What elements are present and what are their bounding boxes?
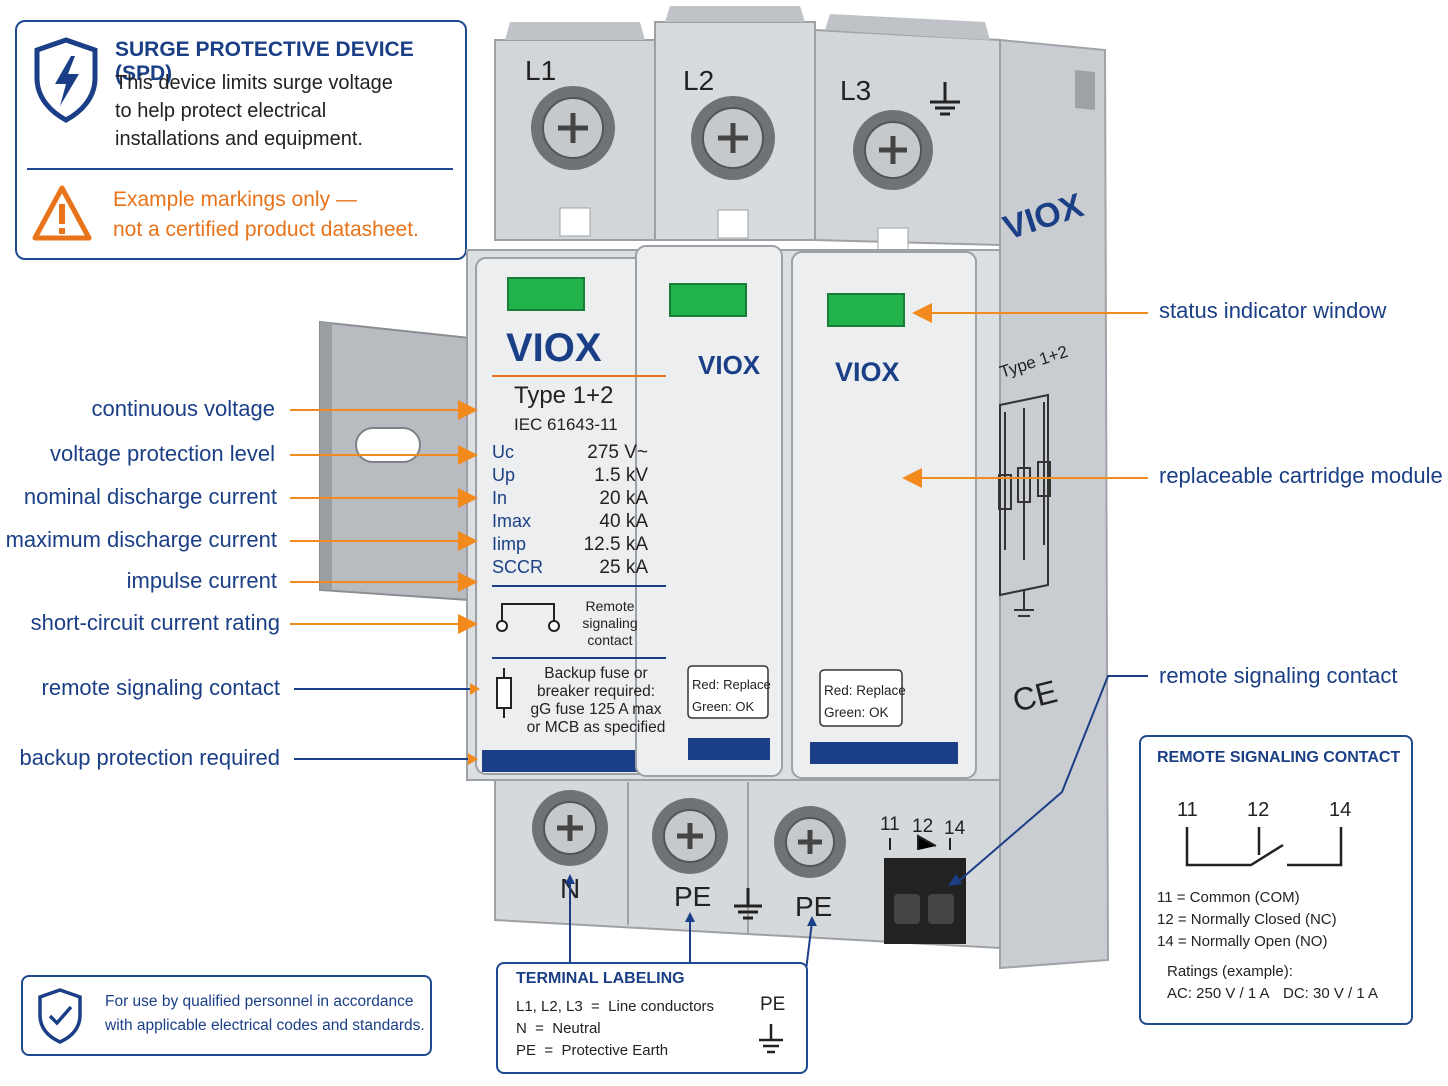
spec-divider bbox=[492, 585, 666, 587]
ratings-ac: AC: 250 V / 1 A bbox=[1167, 985, 1270, 1002]
callout-nominal-discharge-current: nominal discharge current bbox=[23, 484, 277, 509]
terminal-row-3: PE = Protective Earth bbox=[516, 1042, 669, 1059]
contact-schematic bbox=[1185, 827, 1343, 867]
callout-status-indicator-window: status indicator window bbox=[1159, 298, 1387, 323]
contact-num-14: 14 bbox=[944, 818, 966, 839]
ground-icon bbox=[759, 1024, 783, 1054]
callout-maximum-discharge-current: maximum discharge current bbox=[5, 527, 277, 552]
pole-label-l1: L1 bbox=[525, 55, 556, 86]
terminal-box-title: TERMINAL LABELING bbox=[516, 970, 685, 987]
callout-remote-signaling-contact-left: remote signaling contact bbox=[41, 675, 280, 700]
info-box: SURGE PROTECTIVE DEVICE (SPD) This devic… bbox=[15, 20, 467, 260]
top-terminals bbox=[494, 6, 1001, 255]
callout-continuous-voltage: continuous voltage bbox=[91, 396, 275, 421]
warning-line-2: not a certified product datasheet. bbox=[113, 218, 419, 241]
safety-box: For use by qualified personnel in accord… bbox=[21, 975, 432, 1056]
ratings-dc: DC: 30 V / 1 A bbox=[1283, 985, 1379, 1002]
remote-num-11: 11 bbox=[1177, 799, 1198, 821]
info-title: SURGE PROTECTIVE DEVICE (SPD) bbox=[115, 38, 414, 85]
info-line-2: to help protect electrical bbox=[115, 100, 327, 122]
contact-num-11: 11 bbox=[880, 814, 900, 835]
terminal-row-1: L1, L2, L3 = Line conductors bbox=[516, 998, 715, 1015]
terminal-labeling-box: TERMINAL LABELING L1, L2, L3 = Line cond… bbox=[496, 962, 808, 1074]
ratings-title: Ratings (example): bbox=[1167, 963, 1293, 980]
cartridge-3 bbox=[791, 251, 977, 779]
brand-underline bbox=[492, 375, 666, 377]
callout-impulse-current: impulse current bbox=[126, 568, 277, 593]
cartridge-2-brand: VIOX bbox=[698, 350, 761, 380]
terminal-label-pe-1: PE bbox=[674, 881, 711, 912]
info-line-1: This device limits surge voltage bbox=[115, 72, 393, 94]
side-schematic bbox=[998, 393, 1051, 617]
cartridge-3-brand: VIOX bbox=[835, 357, 900, 387]
shield-lightning-icon bbox=[34, 37, 98, 123]
fuse-icon bbox=[496, 668, 512, 718]
backup-divider bbox=[492, 657, 666, 659]
terminal-pe-label: PE bbox=[760, 994, 786, 1015]
remote-legend-3: 14 = Normally Open (NO) bbox=[1157, 933, 1328, 950]
remote-num-12: 12 bbox=[1247, 799, 1270, 821]
remote-legend-2: 12 = Normally Closed (NC) bbox=[1157, 911, 1337, 928]
bottom-terminals bbox=[494, 779, 1001, 950]
callout-backup-protection-required: backup protection required bbox=[19, 745, 281, 770]
cartridge-1 bbox=[475, 257, 675, 775]
callout-remote-signaling-contact-right: remote signaling contact bbox=[1159, 663, 1398, 688]
safety-line-2: with applicable electrical codes and sta… bbox=[105, 1017, 425, 1034]
warning-icon bbox=[32, 185, 92, 241]
standard-label: IEC 61643-11 bbox=[514, 415, 618, 434]
warning-line-1: Example markings only — bbox=[113, 188, 357, 211]
shield-check-icon bbox=[38, 988, 82, 1044]
switch-contact-icon bbox=[496, 603, 560, 632]
remote-legend-1: 11 = Common (COM) bbox=[1157, 889, 1300, 906]
remote-num-14: 14 bbox=[1329, 799, 1352, 821]
remote-signaling-box: REMOTE SIGNALING CONTACT 11 12 14 11 = C… bbox=[1139, 735, 1413, 1025]
callout-voltage-protection-level: voltage protection level bbox=[49, 441, 275, 466]
pole-label-l3: L3 bbox=[840, 75, 871, 106]
terminal-label-pe-2: PE bbox=[795, 891, 832, 922]
cartridge-1-brand: VIOX bbox=[506, 326, 602, 370]
divider bbox=[27, 168, 453, 170]
pole-label-l2: L2 bbox=[683, 65, 714, 96]
callout-replaceable-cartridge-module: replaceable cartridge module bbox=[1159, 463, 1443, 488]
info-line-3: installations and equipment. bbox=[115, 128, 363, 150]
remote-box-title: REMOTE SIGNALING CONTACT bbox=[1157, 749, 1401, 766]
contact-num-12: 12 bbox=[912, 816, 933, 837]
cartridge-2 bbox=[635, 245, 783, 777]
safety-line-1: For use by qualified personnel in accord… bbox=[105, 993, 414, 1010]
terminal-row-2: N = Neutral bbox=[516, 1020, 601, 1037]
type-label: Type 1+2 bbox=[514, 382, 614, 409]
callout-short-circuit-current-rating: short-circuit current rating bbox=[30, 610, 280, 635]
